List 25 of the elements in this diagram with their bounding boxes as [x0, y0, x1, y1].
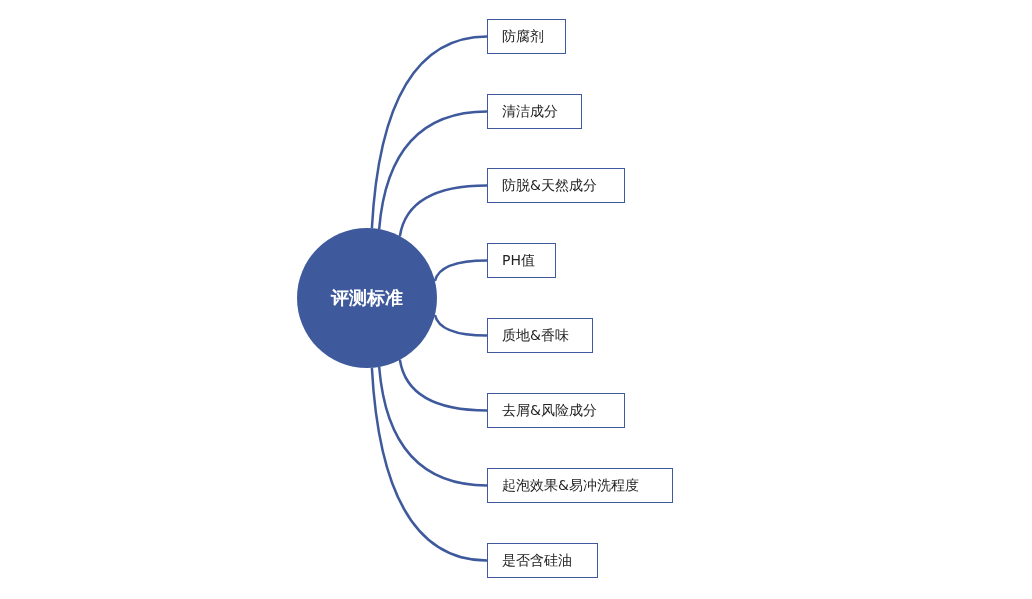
- connector-curve: [370, 35, 488, 229]
- topic-label: 起泡效果&易冲洗程度: [502, 476, 639, 495]
- connector-curve: [377, 366, 488, 487]
- connector-curve: [398, 184, 488, 237]
- topic-box: [487, 94, 582, 129]
- topic-label: 防脱&天然成分: [502, 176, 597, 195]
- topic-box: [487, 543, 598, 578]
- topic-label: 是否含硅油: [502, 551, 572, 570]
- connector-curve: [433, 314, 488, 337]
- topic-label: 去屑&风险成分: [502, 401, 597, 420]
- connector-curve: [377, 110, 488, 230]
- topic-label: 防腐剂: [502, 27, 544, 46]
- topic-label: 清洁成分: [502, 102, 558, 121]
- topic-box: [487, 168, 625, 203]
- topic-box: [487, 393, 625, 428]
- topic-label: PH值: [502, 251, 535, 270]
- topic-box: [487, 318, 593, 353]
- topic-box: [487, 243, 556, 278]
- connector-curve: [398, 359, 488, 412]
- connector-curve: [370, 367, 488, 562]
- topic-box: [487, 468, 673, 503]
- topic-box: [487, 19, 566, 54]
- connector-curve: [433, 259, 488, 282]
- topic-label: 质地&香味: [502, 326, 569, 345]
- central-topic-label: 评测标准: [331, 286, 403, 310]
